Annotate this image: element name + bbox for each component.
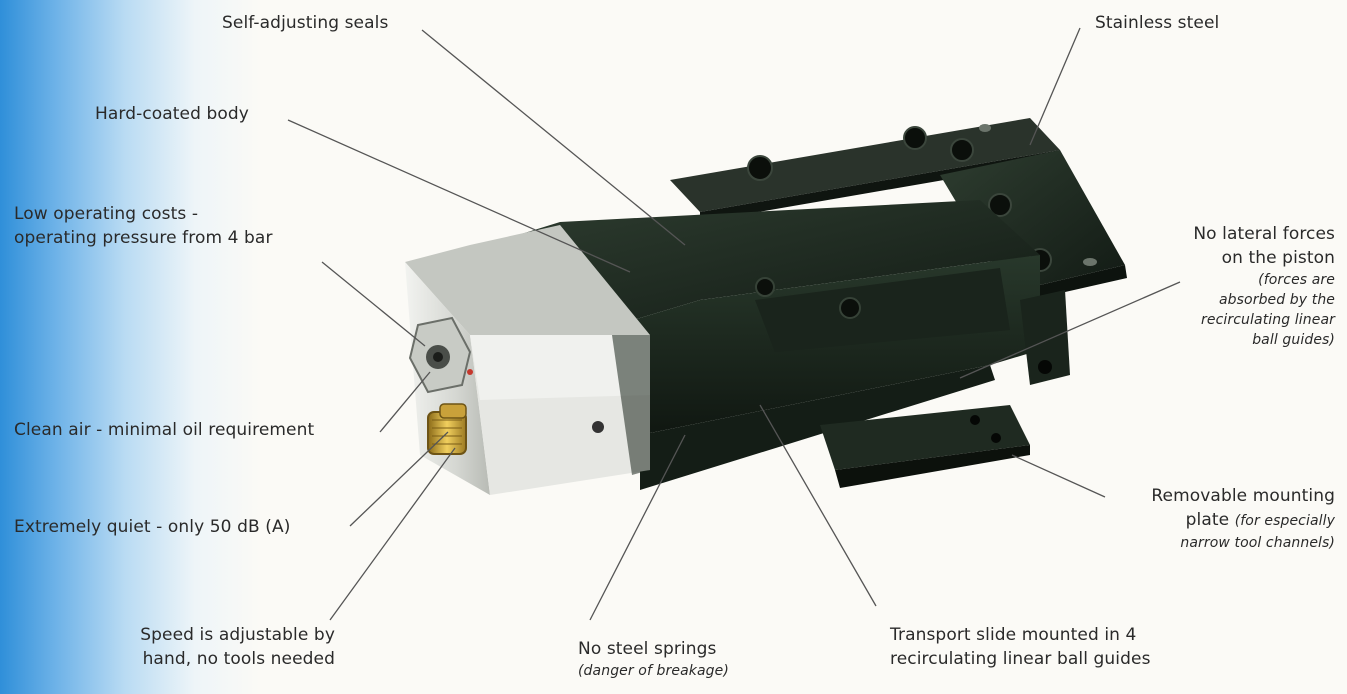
label-stainless-steel: Stainless steel (1095, 13, 1220, 33)
leader-springs (589, 434, 686, 621)
label-lateral-note4: ball guides) (1252, 332, 1335, 348)
label-no-steel-springs: No steel springs (danger of breakage) (578, 637, 729, 681)
label-removable-line2: plate (1185, 510, 1230, 530)
label-low-costs-line1: Low operating costs - (14, 204, 199, 224)
label-lateral-note1: (forces are (1258, 272, 1335, 288)
leader-lines (287, 27, 1181, 621)
label-transport-line2: recirculating linear ball guides (890, 649, 1151, 669)
label-speed-line2: hand, no tools needed (142, 649, 335, 669)
label-no-lateral-forces: No lateral forces on the piston (forces … (1193, 222, 1335, 350)
label-transport-slide: Transport slide mounted in 4 recirculati… (890, 623, 1151, 671)
hard-coated-body (470, 200, 1040, 490)
label-speed-line1: Speed is adjustable by (140, 625, 335, 645)
label-lateral-note2: absorbed by the (1218, 292, 1335, 308)
label-springs-line1: No steel springs (578, 639, 717, 659)
label-low-operating-costs: Low operating costs - operating pressure… (14, 202, 273, 250)
leader-costs (321, 261, 426, 347)
label-removable-line1: Removable mounting (1151, 486, 1335, 506)
label-removable-mounting-plate: Removable mounting plate (for especially… (1151, 484, 1335, 553)
label-hard-coated-body: Hard-coated body (95, 104, 249, 124)
leader-transport (759, 404, 877, 607)
adjust-nut (408, 316, 473, 394)
label-clean-air: Clean air - minimal oil requirement (14, 420, 315, 440)
leader-lateral (959, 281, 1181, 379)
leader-seals (421, 29, 686, 246)
label-lateral-note3: recirculating linear (1201, 312, 1335, 328)
side-bracket (1020, 290, 1070, 385)
leader-mounting (1011, 454, 1106, 498)
leader-speed (329, 447, 456, 621)
label-self-adjusting-seals: Self-adjusting seals (222, 13, 389, 33)
label-springs-note: (danger of breakage) (578, 663, 729, 679)
label-transport-line1: Transport slide mounted in 4 (890, 625, 1137, 645)
label-lateral-line2: on the piston (1221, 248, 1335, 268)
aluminium-end-block (405, 225, 650, 495)
label-extremely-quiet: Extremely quiet - only 50 dB (A) (14, 517, 291, 537)
label-removable-note2: narrow tool channels) (1180, 535, 1335, 551)
label-lateral-line1: No lateral forces (1193, 224, 1335, 244)
label-speed-adjustable: Speed is adjustable by hand, no tools ne… (140, 623, 335, 671)
leader-stainless (1029, 27, 1081, 146)
mounting-plate (820, 405, 1030, 488)
leader-clean-air (379, 371, 431, 433)
label-removable-note1: (for especially (1234, 513, 1335, 529)
leader-quiet (349, 431, 449, 527)
leader-body (287, 119, 631, 273)
label-low-costs-line2: operating pressure from 4 bar (14, 228, 273, 248)
blue-gradient-band (0, 0, 260, 694)
